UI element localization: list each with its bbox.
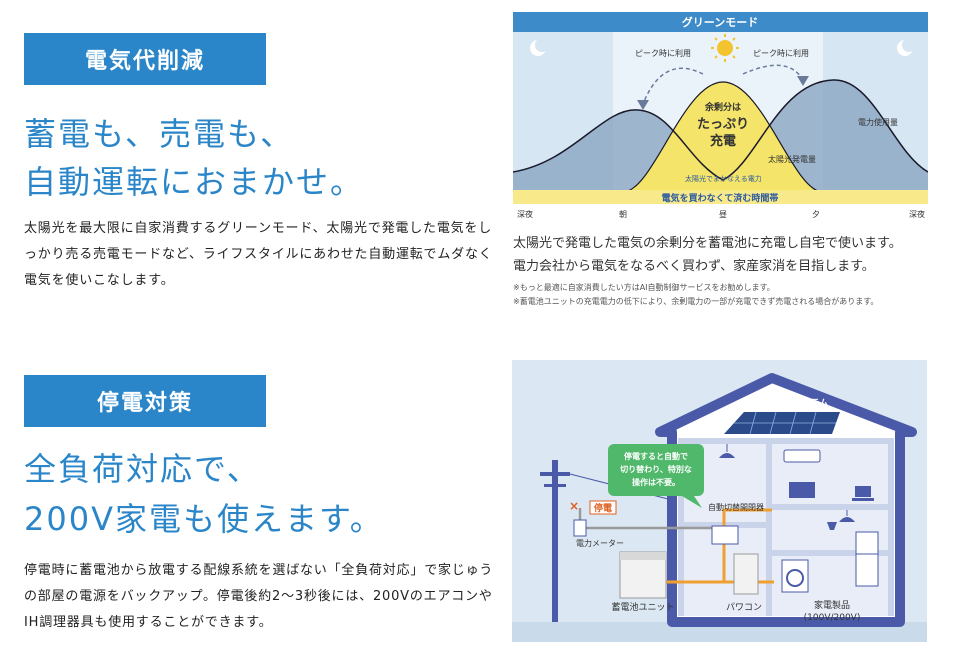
surplus-line1: 余剰分は: [704, 101, 741, 113]
outage-tag: 停電対策: [24, 375, 266, 427]
chart-note1: ※もっと最適に自家消費したい方はAI自動制御サービスをお勧めします。: [513, 283, 775, 292]
cost-headline-line1: 蓄電も、売電も、: [24, 115, 295, 153]
peak-arrow-left: [642, 67, 704, 105]
power-conditioner-icon: [733, 553, 759, 595]
chart-note2: ※蓄電池ユニットの充電電力の低下により、余剰電力の一部が充電できず売電される場合…: [513, 297, 879, 306]
air-conditioner-icon: [783, 449, 821, 463]
meter-label: 電力メーター: [576, 538, 624, 548]
cost-headline: 蓄電も、売電も、 自動運転におまかせ。: [24, 110, 364, 206]
solar-panel-icon: [724, 411, 840, 435]
fridge-icon: [855, 531, 879, 587]
house-backup-diagram: 太陽光発電システム × 停電: [512, 360, 927, 642]
solar-system-label: 太陽光発電システム: [747, 397, 829, 409]
chart-caption: 太陽光で発電した電気の余剰分を蓄電池に充電し自宅で使います。 電力会社から電気を…: [513, 232, 933, 278]
battery-unit-icon: [619, 551, 667, 599]
surplus-line2: たっぷり: [697, 117, 749, 132]
outage-headline: 全負荷対応で、 200V家電も使えます。: [24, 444, 384, 544]
tv-icon: [789, 482, 815, 498]
outage-badge: [589, 500, 617, 515]
outage-x-icon: ×: [569, 499, 579, 513]
peak-arrow-right: [742, 64, 804, 81]
sun-icon: [711, 34, 739, 62]
appliances-voltage: (100V/200V): [804, 613, 861, 623]
band-label: 電気を買わなくて済む時間帯: [662, 192, 779, 204]
chart-title: グリーンモード: [682, 15, 758, 29]
peak-label-right: ピーク時に利用: [753, 48, 809, 58]
green-mode-chart: グリーンモード ピーク時に利用 ピーク時に利用 余剰分は たっぷり 充電 電力使…: [513, 12, 928, 222]
switch-label: 自動切替開閉器: [708, 502, 764, 512]
chart-caption-line1: 太陽光で発電した電気の余剰分を蓄電池に充電し自宅で使います。: [513, 236, 902, 251]
auto-switch-icon: [711, 525, 739, 545]
callout-line3: 操作は不要。: [632, 477, 680, 487]
pcs-label: パワコン: [726, 602, 762, 613]
outage-headline-line1: 全負荷対応で、: [24, 450, 261, 488]
appliances-label: 家電製品: [814, 599, 850, 611]
laptop-icon: [852, 486, 874, 501]
washing-machine-icon: [781, 559, 809, 593]
auto-switch-callout: 停電すると自動で 切り替わり、特別な 操作は不要。: [608, 444, 704, 508]
no-purchase-band: [513, 190, 928, 204]
ceiling-lamp-icon-2: [839, 510, 855, 522]
outage-headline-line2: 200V家電も使えます。: [24, 500, 384, 538]
covered-label: 太陽光でまかなえる電力: [685, 174, 762, 183]
cost-body-text: 太陽光を最大限に自家消費するグリーンモード、太陽光で発電した電気をしっかり売る売…: [24, 221, 493, 288]
outage-body-text: 停電時に蓄電池から放電する配線系統を選ばない「全負荷対応」で家じゅうの部屋の電源…: [24, 563, 494, 630]
usage-label: 電力使用量: [858, 117, 898, 127]
ceiling-lamp-icon: [719, 444, 735, 458]
peak-label-left: ピーク時に利用: [635, 48, 691, 58]
cost-headline-line2: 自動運転におまかせ。: [24, 163, 365, 201]
time-label-4: 深夜: [909, 209, 925, 219]
battery-label: 蓄電池ユニット: [611, 601, 674, 613]
solar-label: 太陽光発電量: [768, 154, 816, 164]
chart-caption-line2: 電力会社から電気をなるべく買わず、家産家消を目指します。: [513, 259, 875, 274]
callout-line2: 切り替わり、特別な: [620, 464, 692, 474]
time-label-3: 夕: [812, 209, 820, 219]
usage-area: [513, 79, 928, 192]
solar-area: [623, 82, 823, 192]
time-label-1: 朝: [619, 210, 627, 219]
time-label-2: 昼: [719, 210, 727, 219]
cost-reduction-tag: 電気代削減: [24, 33, 266, 85]
chart-notes: ※もっと最適に自家消費したい方はAI自動制御サービスをお勧めします。 ※蓄電池ユ…: [513, 281, 878, 309]
floor-lamp-icon: [827, 522, 837, 530]
outage-label: 停電: [594, 502, 612, 514]
surplus-line3: 充電: [710, 133, 736, 149]
chart-title-bar: [513, 12, 928, 32]
power-meter-icon: [573, 519, 587, 537]
time-label-0: 深夜: [517, 209, 533, 219]
callout-line1: 停電すると自動で: [624, 451, 688, 461]
